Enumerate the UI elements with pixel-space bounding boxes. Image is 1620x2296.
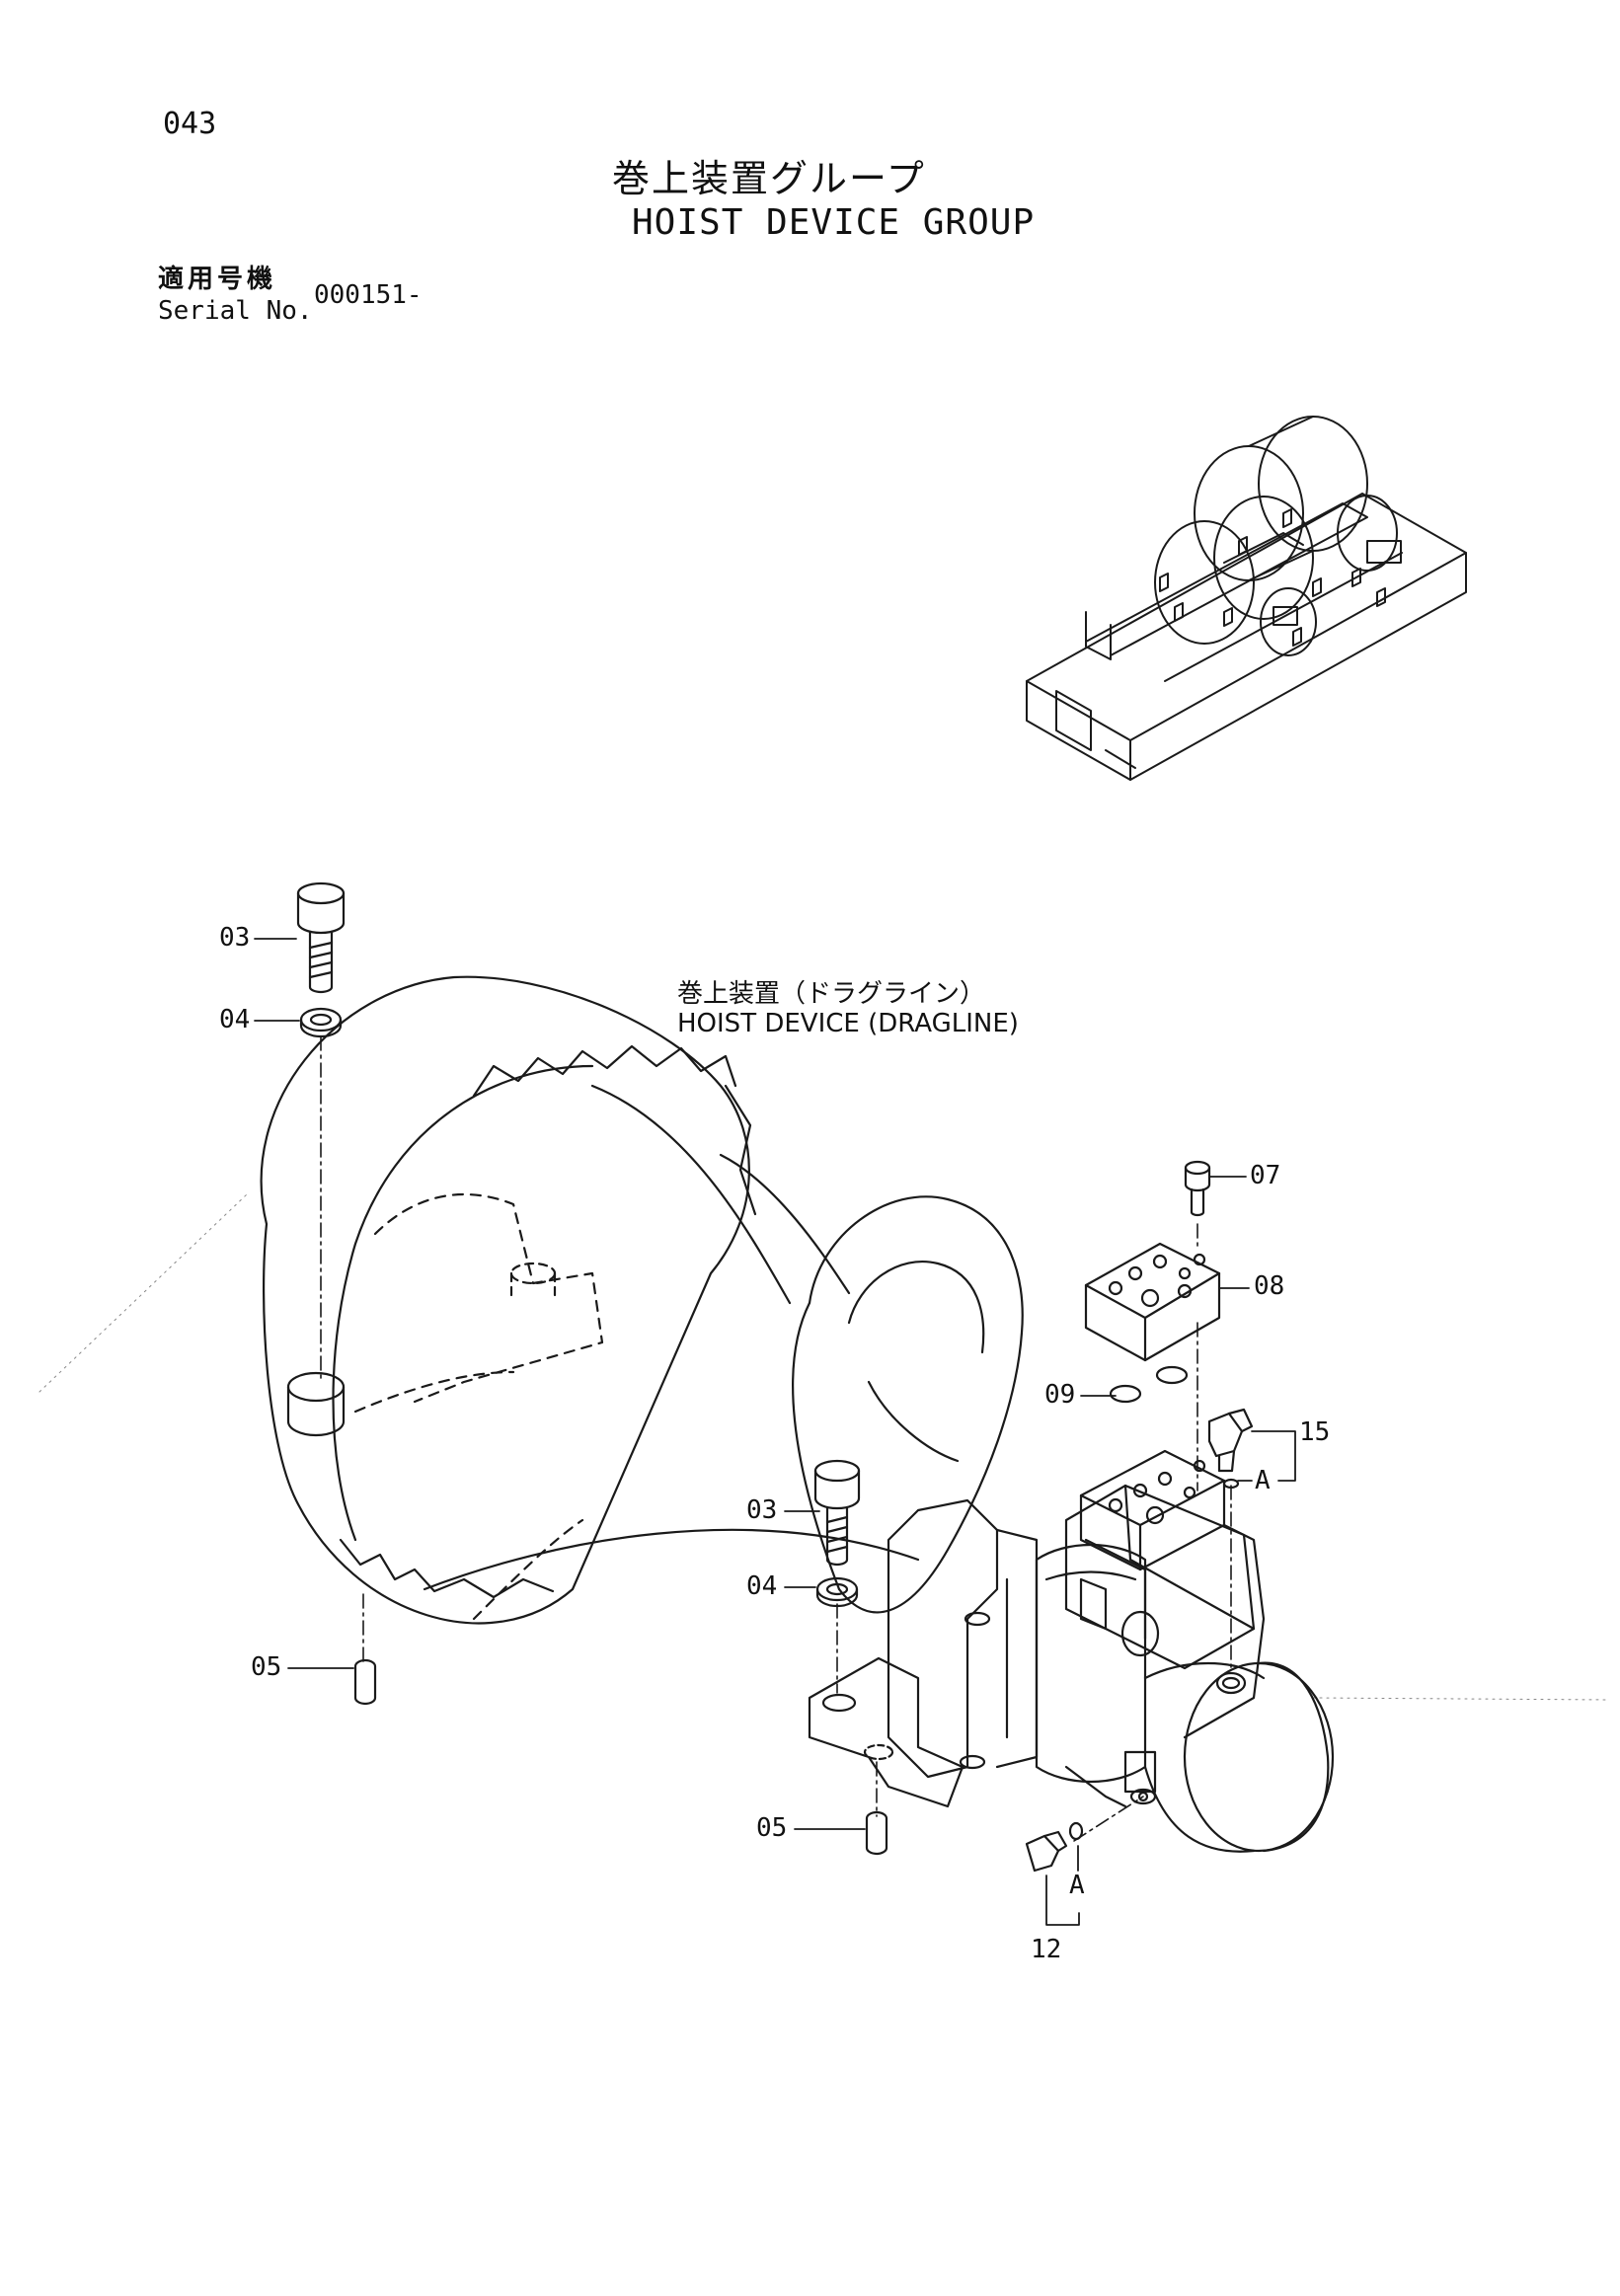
callout-04-lower: 04: [746, 1571, 778, 1601]
callout-03-lower: 03: [746, 1495, 778, 1525]
o-ring-part-09: [1109, 1365, 1189, 1404]
callout-05-left: 05: [251, 1652, 282, 1682]
assembly-caption-japanese: 巻上装置（ドラグライン）: [677, 979, 986, 1009]
bolt-part-03-lower: [813, 1459, 861, 1567]
callout-05-lower: 05: [756, 1813, 788, 1843]
callout-07: 07: [1250, 1161, 1281, 1190]
serial-label-japanese: 適用号機: [158, 265, 277, 294]
callout-09: 09: [1044, 1380, 1076, 1410]
pin-part-05-left: [353, 1658, 377, 1706]
elbow-fitting-part-15: [1207, 1408, 1254, 1490]
serial-value: 000151-: [314, 280, 423, 310]
washer-part-04-upper: [299, 1007, 343, 1038]
assembly-caption: HOIST DEVICE (DRAGLINE): [677, 1009, 1019, 1038]
bolt-part-03-upper: [296, 881, 346, 994]
machine-overview-drawing: [1026, 416, 1467, 781]
hoist-drum: [39, 975, 1610, 1701]
callout-a-upper: A: [1255, 1466, 1271, 1495]
page-number: 043: [163, 107, 217, 141]
callout-15: 15: [1299, 1417, 1331, 1447]
page-title-japanese: 巻上装置グループ: [612, 157, 926, 200]
page-title: HOIST DEVICE GROUP: [632, 202, 1036, 243]
callout-a-lower: A: [1069, 1871, 1085, 1900]
valve-block-part-08: [1084, 1242, 1221, 1362]
callout-leaders: [254, 938, 1296, 1926]
pin-part-05-lower: [865, 1810, 888, 1856]
callout-04-upper: 04: [219, 1005, 251, 1034]
callout-08: 08: [1254, 1271, 1285, 1301]
callout-03-upper: 03: [219, 923, 251, 953]
hoist-motor-assembly: [808, 1449, 1335, 1853]
fitting-part-12: [1025, 1821, 1084, 1873]
bolt-part-07: [1184, 1160, 1211, 1217]
alignment-lines: [320, 1035, 1232, 1842]
serial-label: Serial No.: [158, 296, 313, 326]
callout-12: 12: [1031, 1935, 1062, 1964]
